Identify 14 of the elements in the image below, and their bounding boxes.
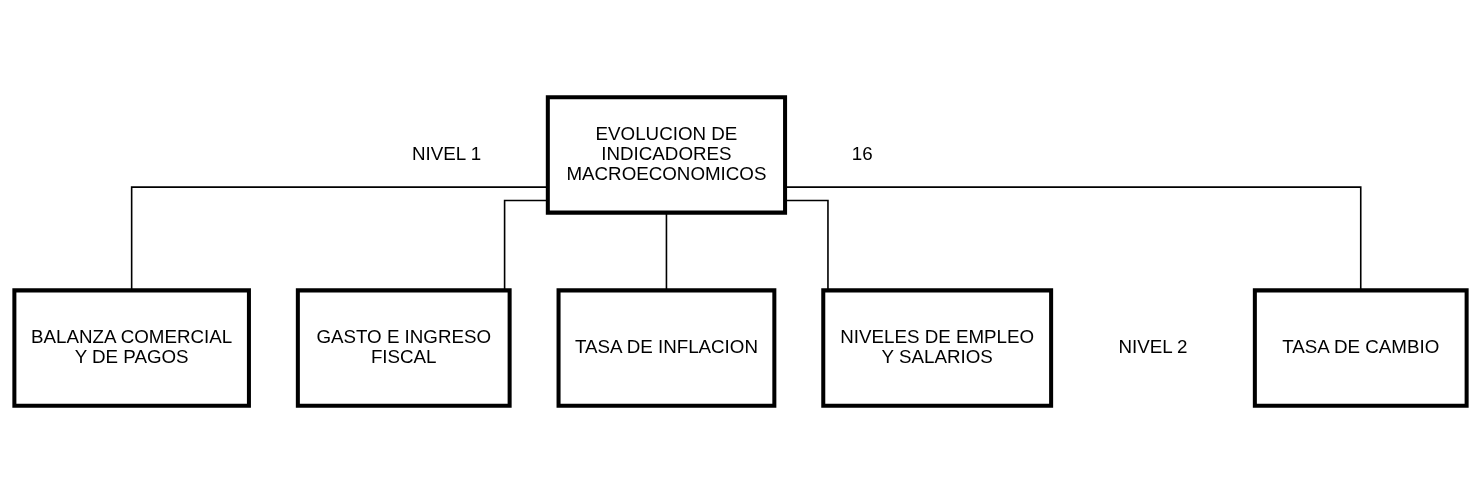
connector: [665, 212, 668, 291]
connector: [784, 199, 829, 291]
connector: [503, 199, 549, 291]
label: NIVEL 1: [412, 142, 482, 164]
label: NIVEL 2: [1118, 335, 1188, 357]
node-box: EVOLUCION DE INDICADORES MACROECONOMICOS: [545, 95, 788, 215]
connector: [130, 186, 549, 291]
connector: [784, 186, 1362, 291]
node-box: TASA DE CAMBIO: [1252, 288, 1469, 408]
node-box: BALANZA COMERCIAL Y DE PAGOS: [12, 288, 251, 408]
node-box: GASTO E INGRESO FISCAL: [295, 288, 512, 408]
node-box: NIVELES DE EMPLEO Y SALARIOS: [821, 288, 1054, 408]
node-box: TASA DE INFLACION: [556, 288, 777, 408]
label: 16: [851, 142, 873, 164]
